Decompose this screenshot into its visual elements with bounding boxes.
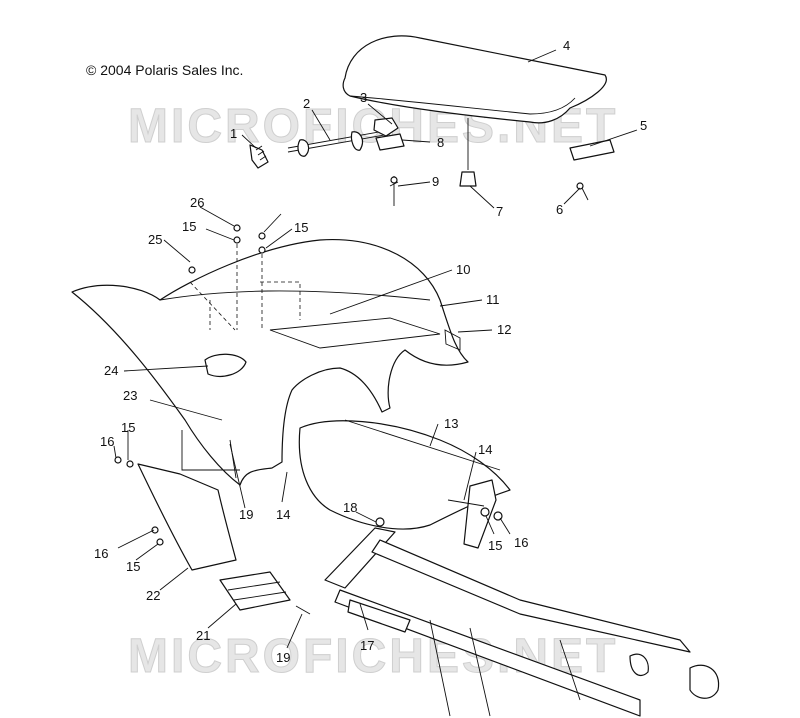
callout-15a: 15 — [488, 538, 502, 553]
callout-23: 24 — [104, 363, 118, 378]
callout-15c: 15 — [294, 220, 308, 235]
fasteners-part — [188, 224, 266, 377]
callout-17: 17 — [360, 638, 374, 653]
callout-14b: 14 — [276, 507, 290, 522]
callout-13: 13 — [444, 416, 458, 431]
latch-hook-part — [373, 117, 405, 206]
seat-part — [342, 35, 607, 170]
callout-14a: 14 — [478, 442, 492, 457]
callout-15e: 15 — [126, 559, 140, 574]
callout-16c: 16 — [94, 546, 108, 561]
callout-16a: 16 — [514, 535, 528, 550]
seat-hardware-part — [459, 139, 615, 201]
callout-24: 25 — [148, 232, 162, 247]
watermark-top: MICROFICHES.NET — [128, 100, 618, 153]
callout-19b: 19 — [276, 650, 290, 665]
callout-5: 5 — [640, 118, 647, 133]
rear-cab-part — [71, 239, 469, 486]
copyright-text: © 2004 Polaris Sales Inc. — [86, 62, 244, 78]
callout-15b: 15 — [182, 219, 196, 234]
flap-bracket-part — [447, 479, 503, 549]
callout-3: 3 — [360, 90, 367, 105]
callout-4: 4 — [563, 38, 570, 53]
foot-block-part — [219, 571, 311, 615]
frame-part — [324, 517, 720, 717]
callout-12: 12 — [497, 322, 511, 337]
callout-1: 1 — [230, 126, 237, 141]
callout-7: 7 — [496, 204, 503, 219]
callout-16b: 16 — [100, 434, 114, 449]
callout-25: 26 — [190, 195, 204, 210]
leader-lines — [113, 49, 638, 649]
callout-22: 23 — [123, 388, 137, 403]
callout-11: 11 — [486, 292, 500, 307]
latch-rod-part — [287, 129, 391, 157]
callout-labels: 1 2 3 4 5 6 7 8 9 10 11 12 13 14 14 15 1… — [94, 38, 647, 665]
callout-21: 22 — [146, 588, 160, 603]
callout-15d: 15 — [121, 420, 135, 435]
callout-9: 9 — [432, 174, 439, 189]
callout-8: 8 — [437, 135, 444, 150]
mud-flap-part — [114, 456, 237, 571]
callout-10: 10 — [456, 262, 470, 277]
callout-20: 21 — [196, 628, 210, 643]
callout-18: 18 — [343, 500, 357, 515]
callout-2: 2 — [303, 96, 310, 111]
latch-spring-part — [249, 144, 269, 169]
callout-6: 6 — [556, 202, 563, 217]
callout-19a: 19 — [239, 507, 253, 522]
